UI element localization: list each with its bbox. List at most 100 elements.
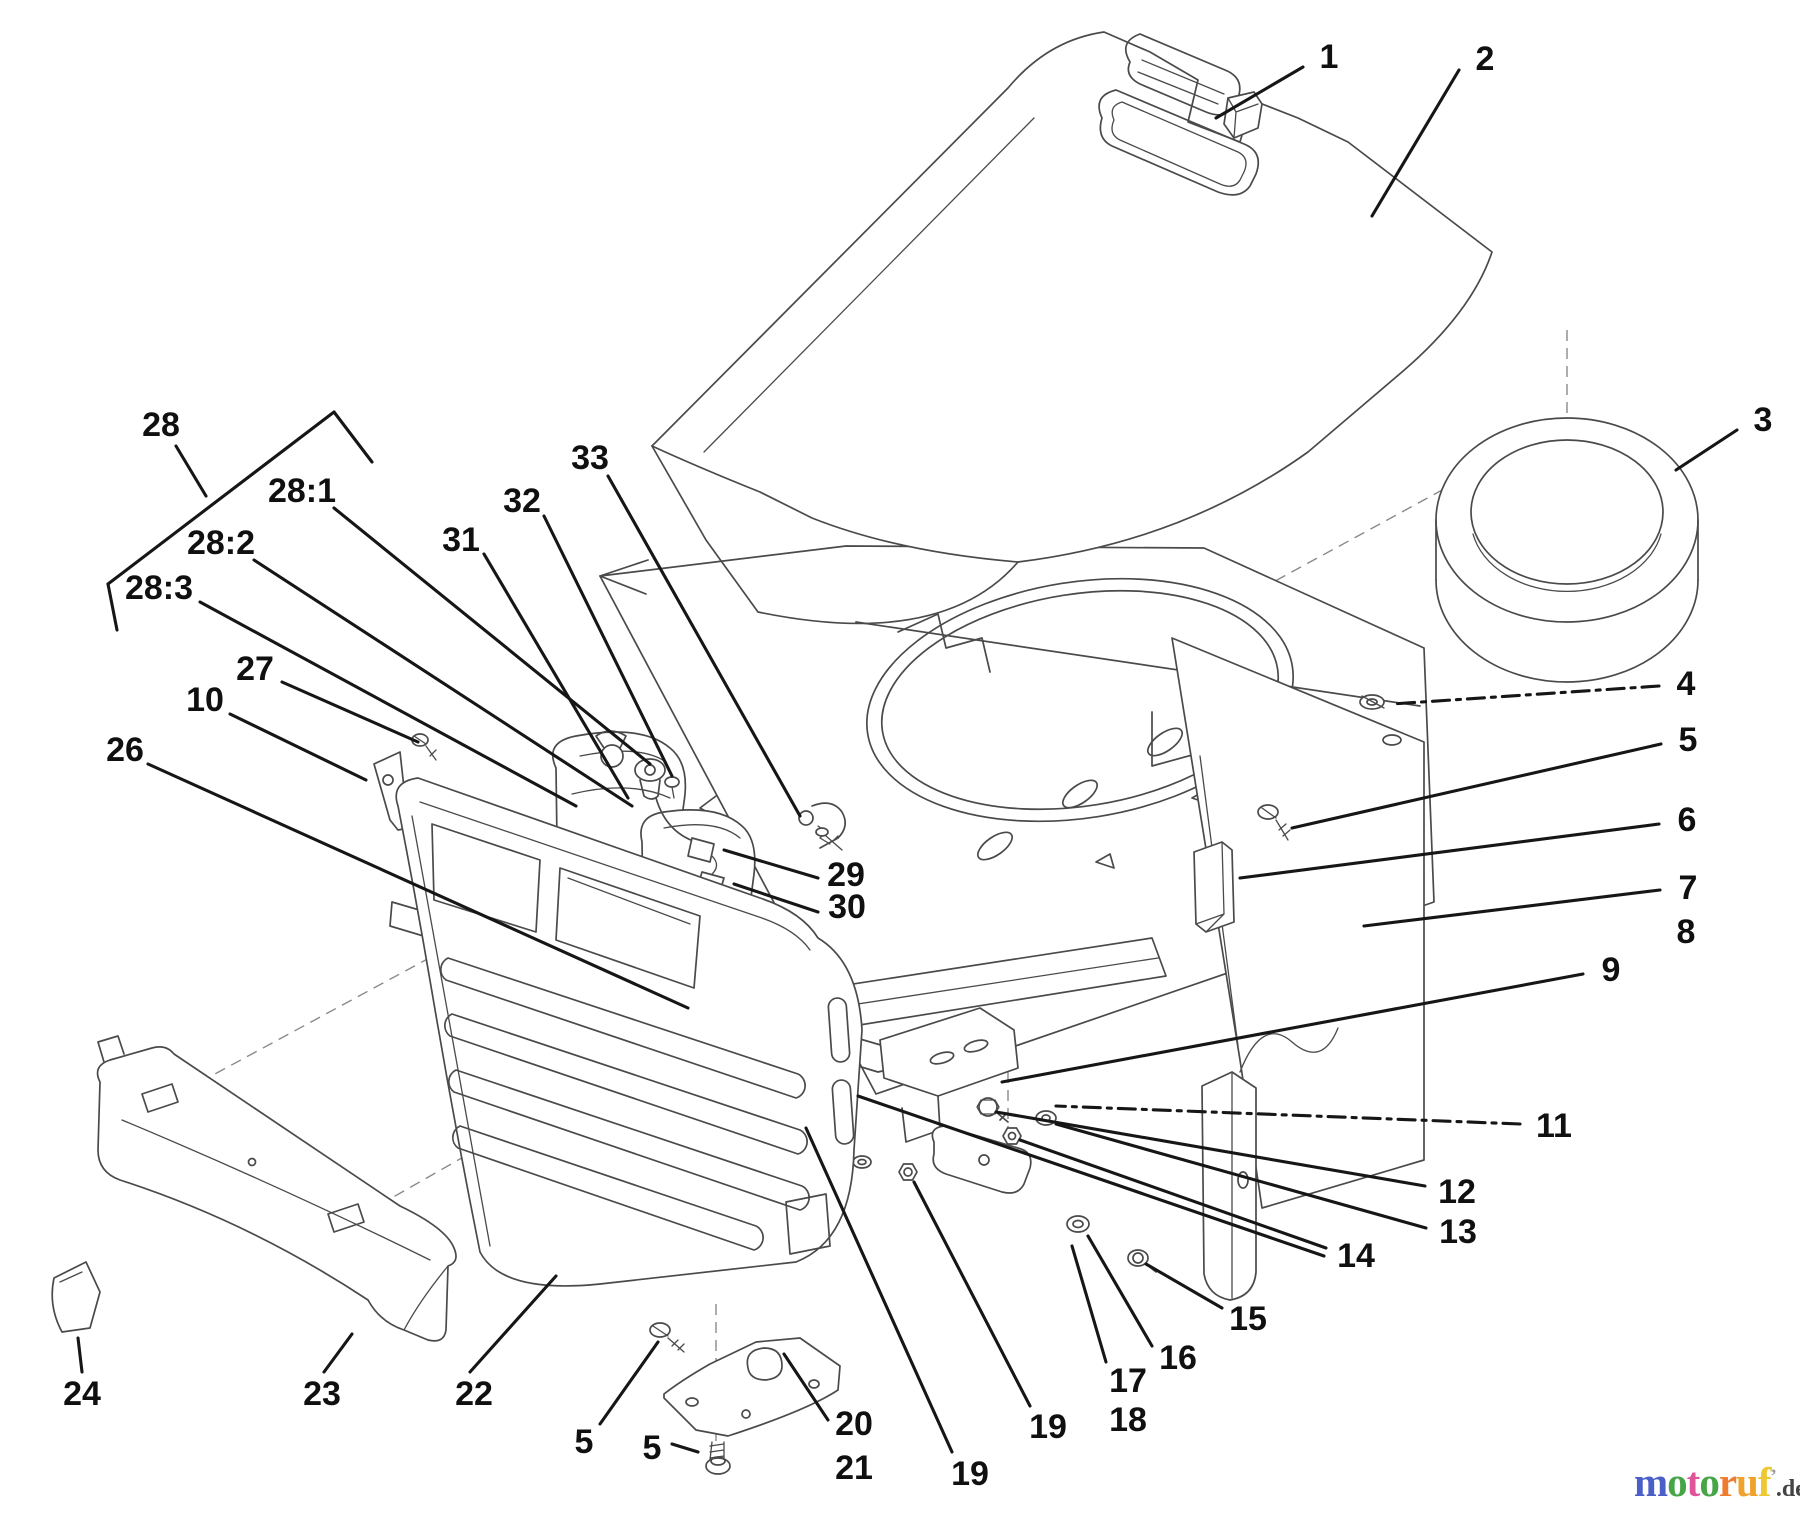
- latch-plate-part: [649, 1322, 841, 1475]
- callout-19: 19: [951, 1455, 989, 1493]
- leader-line-26: [146, 762, 690, 1010]
- leader-line-28:2: [252, 558, 634, 808]
- callout-24: 24: [63, 1375, 101, 1413]
- callout-16: 16: [1159, 1339, 1197, 1377]
- leader-line-10: [228, 712, 368, 782]
- leader-line-19: [804, 1126, 954, 1454]
- leader-line-19: [912, 1180, 1032, 1408]
- callout-29: 29: [827, 856, 865, 894]
- end-cap-part: [51, 1261, 101, 1333]
- callout-5: 5: [575, 1423, 594, 1461]
- leader-line-28:1: [332, 506, 652, 766]
- leader-line-17: [1070, 1244, 1108, 1364]
- callout-27: 27: [236, 650, 274, 688]
- callout-33: 33: [571, 439, 609, 477]
- callout-5: 5: [1679, 721, 1698, 759]
- screw-part: [649, 1322, 685, 1353]
- key-switch-part: [634, 758, 666, 800]
- leader-line-15: [1144, 1262, 1224, 1310]
- leader-line-14: [1018, 1138, 1328, 1250]
- callout-32: 32: [503, 482, 541, 520]
- bolt-item12: [976, 1097, 1009, 1123]
- logo-letter: u: [1736, 1459, 1759, 1505]
- latch-screw-part: [815, 827, 843, 851]
- air-cleaner-ring-part: [1435, 417, 1699, 683]
- leader-line-5: [1290, 742, 1663, 830]
- leader-line-28: [106, 410, 336, 586]
- callout-28: 28: [142, 406, 180, 444]
- callout-26: 26: [106, 731, 144, 769]
- leader-line-12: [994, 1110, 1427, 1188]
- callout-30: 30: [828, 888, 866, 926]
- logo-letter: r: [1718, 1459, 1737, 1505]
- leader-line-29: [722, 848, 820, 880]
- callout-14: 14: [1337, 1237, 1375, 1275]
- callout-2: 2: [1476, 40, 1495, 78]
- support-post-part: [1201, 1071, 1257, 1301]
- motoruf-logo-text: motoruf: [1634, 1459, 1772, 1505]
- leader-line-22: [468, 1274, 558, 1374]
- leader-line-30: [732, 882, 820, 914]
- clip-nut-part: [1359, 694, 1385, 710]
- logo-domain-suffix: .de: [1775, 1476, 1800, 1502]
- grille-part: [395, 777, 863, 1287]
- leader-line-28: [106, 582, 119, 632]
- leader-line-33: [606, 474, 802, 818]
- callout-12: 12: [1438, 1173, 1476, 1211]
- carriage-bolt-part: [705, 1441, 731, 1475]
- logo-tick: ’: [1770, 1466, 1776, 1487]
- leader-line-32: [542, 514, 674, 778]
- callout-18: 18: [1109, 1401, 1147, 1439]
- hood-clip-part: [1223, 91, 1263, 139]
- callout-8: 8: [1677, 913, 1696, 951]
- callout-3: 3: [1754, 401, 1773, 439]
- leader-line-28:3: [198, 600, 578, 808]
- leader-line-7: [1362, 888, 1662, 928]
- leader-line-28: [174, 444, 208, 498]
- leader-line-24: [76, 1336, 84, 1374]
- leader-line-20: [782, 1352, 830, 1422]
- callout-11: 11: [1536, 1107, 1572, 1145]
- callout-15: 15: [1229, 1300, 1267, 1338]
- callout-13: 13: [1439, 1213, 1477, 1251]
- leader-line-23: [322, 1332, 354, 1374]
- leader-line-11: [1054, 1104, 1522, 1126]
- callout-31: 31: [442, 521, 480, 559]
- hood-part: [651, 31, 1493, 625]
- spacer-block-part: [1193, 841, 1235, 933]
- screw-right-part: [1257, 804, 1291, 841]
- callout-6: 6: [1678, 801, 1697, 839]
- leader-line-3: [1674, 428, 1739, 472]
- leader-line-14: [856, 1094, 1326, 1258]
- callout-28:2: 28:2: [187, 524, 255, 562]
- logo-letter: t: [1686, 1459, 1701, 1505]
- leader-line-2: [1370, 68, 1461, 218]
- callout-9: 9: [1602, 951, 1621, 989]
- callout-5: 5: [643, 1429, 662, 1467]
- callout-1: 1: [1320, 38, 1339, 76]
- hinge-bracket-part: [879, 1007, 1032, 1194]
- leader-line-16: [1086, 1234, 1154, 1348]
- leader-line-31: [482, 552, 630, 800]
- washer-item16: [1066, 1215, 1090, 1233]
- callout-10: 10: [186, 681, 224, 719]
- leader-line-4: [1390, 684, 1661, 706]
- leader-line-13: [1054, 1122, 1428, 1230]
- callout-20: 20: [835, 1405, 873, 1443]
- callout-28:3: 28:3: [125, 569, 193, 607]
- callout-28:1: 28:1: [268, 472, 336, 510]
- leader-line-5: [670, 1442, 700, 1454]
- leader-line-1: [1214, 65, 1305, 120]
- logo-letter: f: [1757, 1459, 1772, 1505]
- motoruf-watermark: motoruf’.de: [1634, 1458, 1800, 1506]
- bumper-part: [96, 1035, 457, 1342]
- hood-latch-part: [798, 802, 847, 849]
- callout-7: 7: [1679, 869, 1698, 907]
- callout-19: 19: [1029, 1408, 1067, 1446]
- logo-letter: m: [1634, 1459, 1668, 1505]
- logo-letter: o: [1699, 1459, 1719, 1505]
- callout-21: 21: [835, 1449, 873, 1487]
